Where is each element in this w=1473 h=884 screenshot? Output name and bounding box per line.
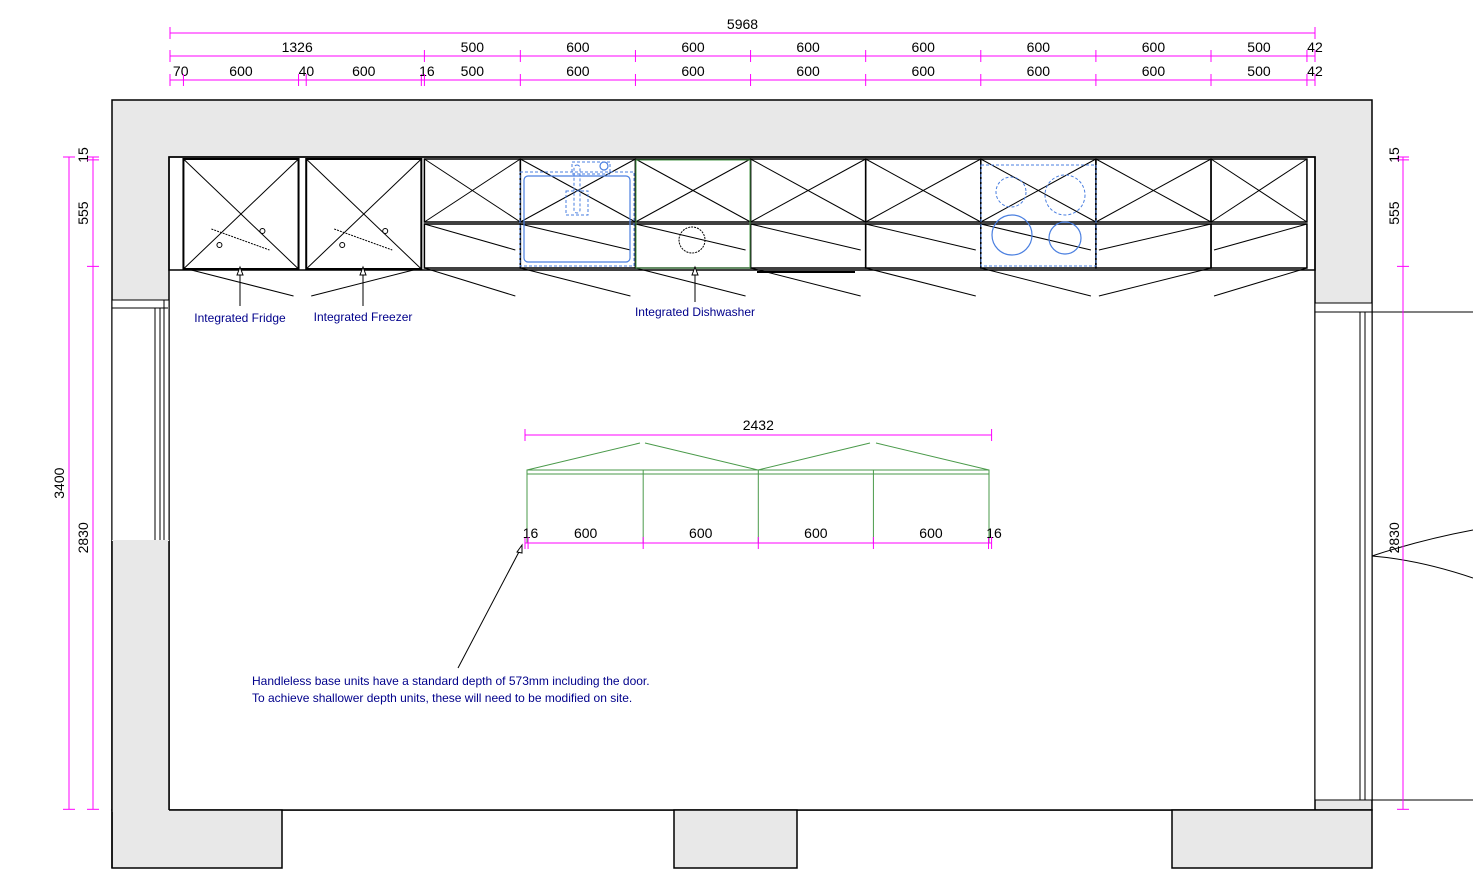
cabinet-run — [168, 156, 1316, 297]
left-dim-value: 15 — [75, 147, 91, 163]
top-row2-dim-value: 70 — [173, 63, 189, 79]
right-dim-value: 2830 — [1386, 522, 1402, 553]
island-dim-value: 16 — [986, 525, 1002, 541]
top-row1-dim-value: 600 — [1027, 39, 1051, 55]
island-dim-value: 600 — [689, 525, 713, 541]
note-line-1: Handleless base units have a standard de… — [252, 674, 650, 688]
top-row2-dim-value: 42 — [1307, 63, 1323, 79]
sink — [519, 161, 635, 267]
label-integrated-freezer: Integrated Freezer — [314, 310, 413, 324]
dishwasher — [635, 159, 751, 269]
top-row1-dim-value: 600 — [912, 39, 936, 55]
top-row1-dim-value: 600 — [681, 39, 705, 55]
top-row1-dim-value: 600 — [1142, 39, 1166, 55]
wall-bottom-left — [111, 809, 283, 869]
island-overall-dim-value: 2432 — [743, 417, 774, 433]
top-row2-dim-value: 600 — [566, 63, 590, 79]
wall-and-base-unit — [1210, 158, 1308, 297]
note-line-2: To achieve shallower depth units, these … — [252, 691, 632, 705]
top-row2-dim-value: 40 — [299, 63, 315, 79]
island-dim-value: 16 — [523, 525, 539, 541]
top-row1-dim-value: 1326 — [282, 39, 313, 55]
label-integrated-fridge: Integrated Fridge — [194, 311, 286, 325]
top-row2-dim-value: 600 — [1142, 63, 1166, 79]
top-row2-dim-value: 600 — [796, 63, 820, 79]
label-integrated-dishwasher: Integrated Dishwasher — [635, 305, 755, 319]
island-dim-value: 600 — [574, 525, 598, 541]
top-row1-dim-value: 600 — [796, 39, 820, 55]
top-row2-dim-value: 600 — [352, 63, 376, 79]
right-dim-value: 555 — [1386, 201, 1402, 225]
top-row2-dim-value: 600 — [1027, 63, 1051, 79]
room-floor — [168, 156, 1316, 811]
right-door-opening — [1314, 302, 1373, 801]
labels: Integrated Fridge Integrated Freezer Int… — [194, 265, 755, 705]
island-dim-value: 600 — [804, 525, 828, 541]
left-dim-value: 2830 — [75, 522, 91, 553]
top-row1-dim-value: 42 — [1307, 39, 1323, 55]
top-row1-dim-value: 500 — [461, 39, 485, 55]
top-row2-dim-value: 600 — [229, 63, 253, 79]
top-row2-dim-value: 500 — [1247, 63, 1271, 79]
walls — [111, 99, 1473, 869]
left-overall-dim-value: 3400 — [51, 467, 67, 498]
top-row1-dim-value: 600 — [566, 39, 590, 55]
wall-bottom-right — [1171, 809, 1373, 869]
hob — [980, 164, 1097, 267]
dimensions: 5968 1326 500 600 600 600 600 600 600 500 42 70 600 4… — [51, 16, 1409, 810]
top-row2-dim-value: 600 — [912, 63, 936, 79]
top-row2-dim-value: 500 — [461, 63, 485, 79]
left-dim-value: 555 — [75, 201, 91, 225]
door-swing — [1371, 529, 1473, 579]
right-dim-value: 15 — [1386, 147, 1402, 163]
top-row2-dim-value: 16 — [419, 63, 435, 79]
top-overall-dim-value: 5968 — [727, 16, 758, 32]
top-row2-dim-value: 600 — [681, 63, 705, 79]
wall-bottom-middle — [673, 809, 798, 869]
top-row1-dim-value: 500 — [1247, 39, 1271, 55]
island-dim-value: 600 — [919, 525, 943, 541]
